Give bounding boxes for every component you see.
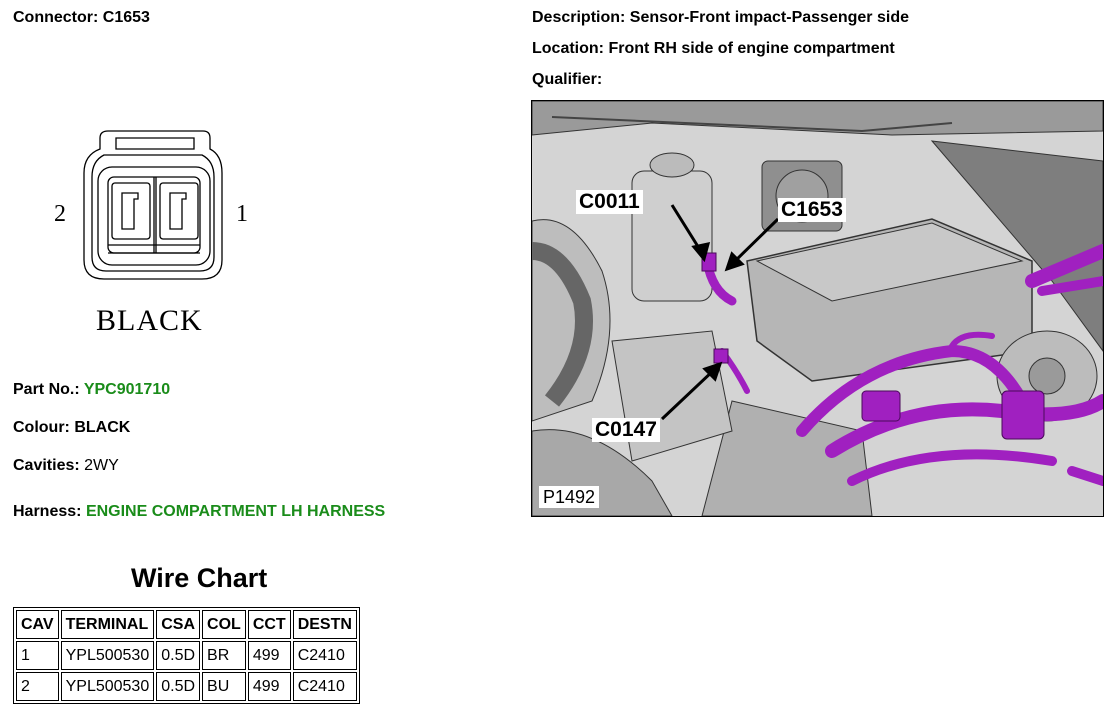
location-row: Location: Front RH side of engine compar… [532,40,895,58]
table-header-row: CAV TERMINAL CSA COL CCT DESTN [16,610,357,639]
cavities-label: Cavities: [13,457,80,474]
table-cell: BR [202,641,246,670]
table-cell: YPL500530 [60,672,155,701]
pin-1-number: 1 [236,201,248,227]
callout-c1653: C1653 [778,198,846,222]
pin-2-number: 2 [54,201,66,227]
qualifier-row: Qualifier: [532,71,602,89]
connector-label: Connector: [13,9,99,26]
column-header: CAV [16,610,59,639]
colour-value: BLACK [74,419,131,436]
cavities-value: 2WY [84,457,119,474]
engine-bay-drawing [532,101,1103,516]
harness-link[interactable]: ENGINE COMPARTMENT LH HARNESS [85,503,386,520]
callout-c0147: C0147 [592,418,660,442]
table-cell: 499 [247,672,291,701]
connector-location-illustration: C0011 C1653 C0147 P1492 [531,100,1104,517]
illustration-id: P1492 [539,486,600,508]
location-value: Front RH side of engine compartment [608,40,895,57]
wire-chart-table: CAV TERMINAL CSA COL CCT DESTN 1 YPL5005… [13,607,360,704]
table-cell: BU [202,672,246,701]
table-cell: 1 [16,641,59,670]
qualifier-label: Qualifier: [532,71,603,88]
connector-title: Connector: C1653 [13,9,150,27]
colour-row: Colour: BLACK [13,419,130,437]
cavities-row: Cavities: 2WY [13,457,119,475]
table-cell: 499 [247,641,291,670]
table-cell: C2410 [292,641,357,670]
part-number-row: Part No.: YPC901710 [13,381,170,399]
callout-c0011: C0011 [576,190,643,214]
part-number-label: Part No.: [13,381,80,398]
connector-face-diagram [83,130,223,280]
table-row: 2 YPL500530 0.5D BU 499 C2410 [16,672,357,701]
table-row: 1 YPL500530 0.5D BR 499 C2410 [16,641,357,670]
description-value: Sensor-Front impact-Passenger side [629,9,909,26]
colour-label: Colour: [13,419,70,436]
column-header: COL [202,610,246,639]
table-cell: 0.5D [156,641,201,670]
description-row: Description: Sensor-Front impact-Passeng… [532,9,909,27]
table-cell: YPL500530 [60,641,155,670]
table-cell: C2410 [292,672,357,701]
harness-row: Harness: ENGINE COMPARTMENT LH HARNESS [13,503,385,521]
description-label: Description: [532,9,626,26]
column-header: DESTN [292,610,357,639]
part-number-link[interactable]: YPC901710 [83,381,171,398]
column-header: TERMINAL [60,610,155,639]
location-label: Location: [532,40,604,57]
column-header: CSA [156,610,201,639]
table-cell: 0.5D [156,672,201,701]
connector-value: C1653 [102,9,150,26]
wire-chart-title: Wire Chart [131,563,268,593]
table-cell: 2 [16,672,59,701]
harness-label: Harness: [13,503,82,520]
connector-colour-caption: BLACK [96,304,203,337]
column-header: CCT [247,610,291,639]
